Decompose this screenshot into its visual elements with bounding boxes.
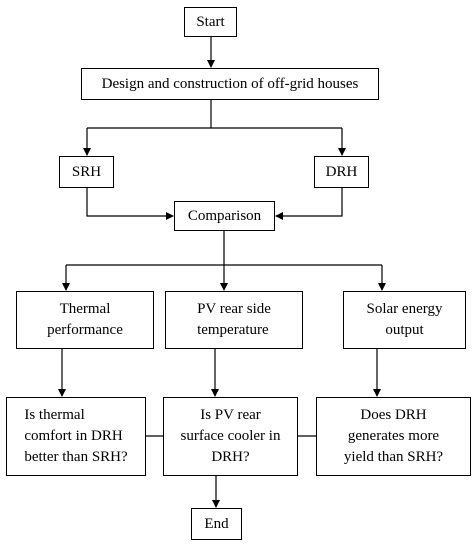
pv-rear-temperature-label: PV rear side temperature <box>197 301 271 338</box>
yield-question-box: Does DRH generates more yield than SRH? <box>316 397 471 476</box>
comparison-box: Comparison <box>174 201 275 231</box>
srh-box: SRH <box>59 156 114 188</box>
design-construction-box: Design and construction of off-grid hous… <box>81 68 379 100</box>
end-box: End <box>191 508 242 540</box>
pv-cooler-question-box: Is PV rear surface cooler in DRH? <box>163 397 298 476</box>
arrow-drh-to-comparison <box>275 188 343 220</box>
thermal-performance-label: Thermal performance <box>47 301 123 338</box>
srh-label: SRH <box>71 163 102 180</box>
arrow-srh-to-comparison <box>86 188 174 220</box>
start-label: Start <box>196 13 225 30</box>
start-box: Start <box>184 7 237 37</box>
pv-cooler-question-label: Is PV rear surface cooler in DRH? <box>180 407 281 465</box>
comparison-label: Comparison <box>187 207 262 224</box>
solar-energy-output-label: Solar energy output <box>366 301 443 338</box>
pv-rear-temperature-box: PV rear side temperature <box>165 291 303 349</box>
yield-question-label: Does DRH generates more yield than SRH? <box>343 407 444 465</box>
thermal-performance-box: Thermal performance <box>16 291 154 349</box>
drh-box: DRH <box>314 156 369 188</box>
thermal-comfort-question-label: Is thermal comfort in DRH better than SR… <box>24 407 128 465</box>
solar-energy-output-box: Solar energy output <box>343 291 466 349</box>
drh-label: DRH <box>325 163 358 180</box>
end-label: End <box>204 515 229 532</box>
design-construction-label: Design and construction of off-grid hous… <box>101 75 359 92</box>
thermal-comfort-question-box: Is thermal comfort in DRH better than SR… <box>6 397 146 476</box>
